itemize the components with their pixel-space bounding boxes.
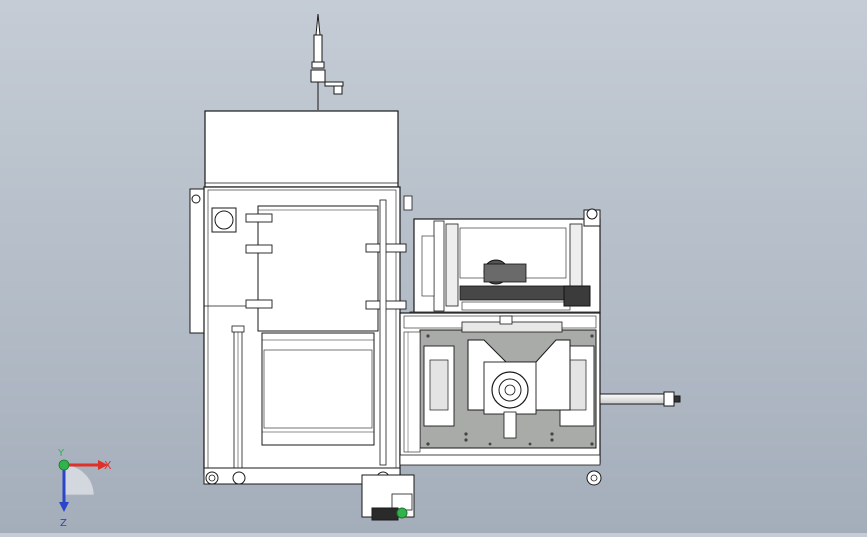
- triad-x-label: X: [104, 459, 112, 472]
- right-upper-frame: [409, 208, 601, 319]
- triad-y-origin: [58, 459, 70, 471]
- side-cylinder-rod: [599, 391, 681, 407]
- bottom-motor-box: [361, 474, 415, 521]
- top-sensor-antenna: [310, 13, 344, 110]
- triad-z-label: Z: [60, 518, 67, 529]
- coordinate-triad-icon: X Y Z: [57, 448, 112, 529]
- triad-y-label: Y: [57, 448, 65, 459]
- top-hood: [204, 110, 399, 188]
- left-cabinet: [189, 186, 413, 485]
- right-lower-frame: [399, 312, 602, 486]
- triad-z-arrow: [59, 502, 69, 512]
- triad-x-arrow: [98, 460, 108, 470]
